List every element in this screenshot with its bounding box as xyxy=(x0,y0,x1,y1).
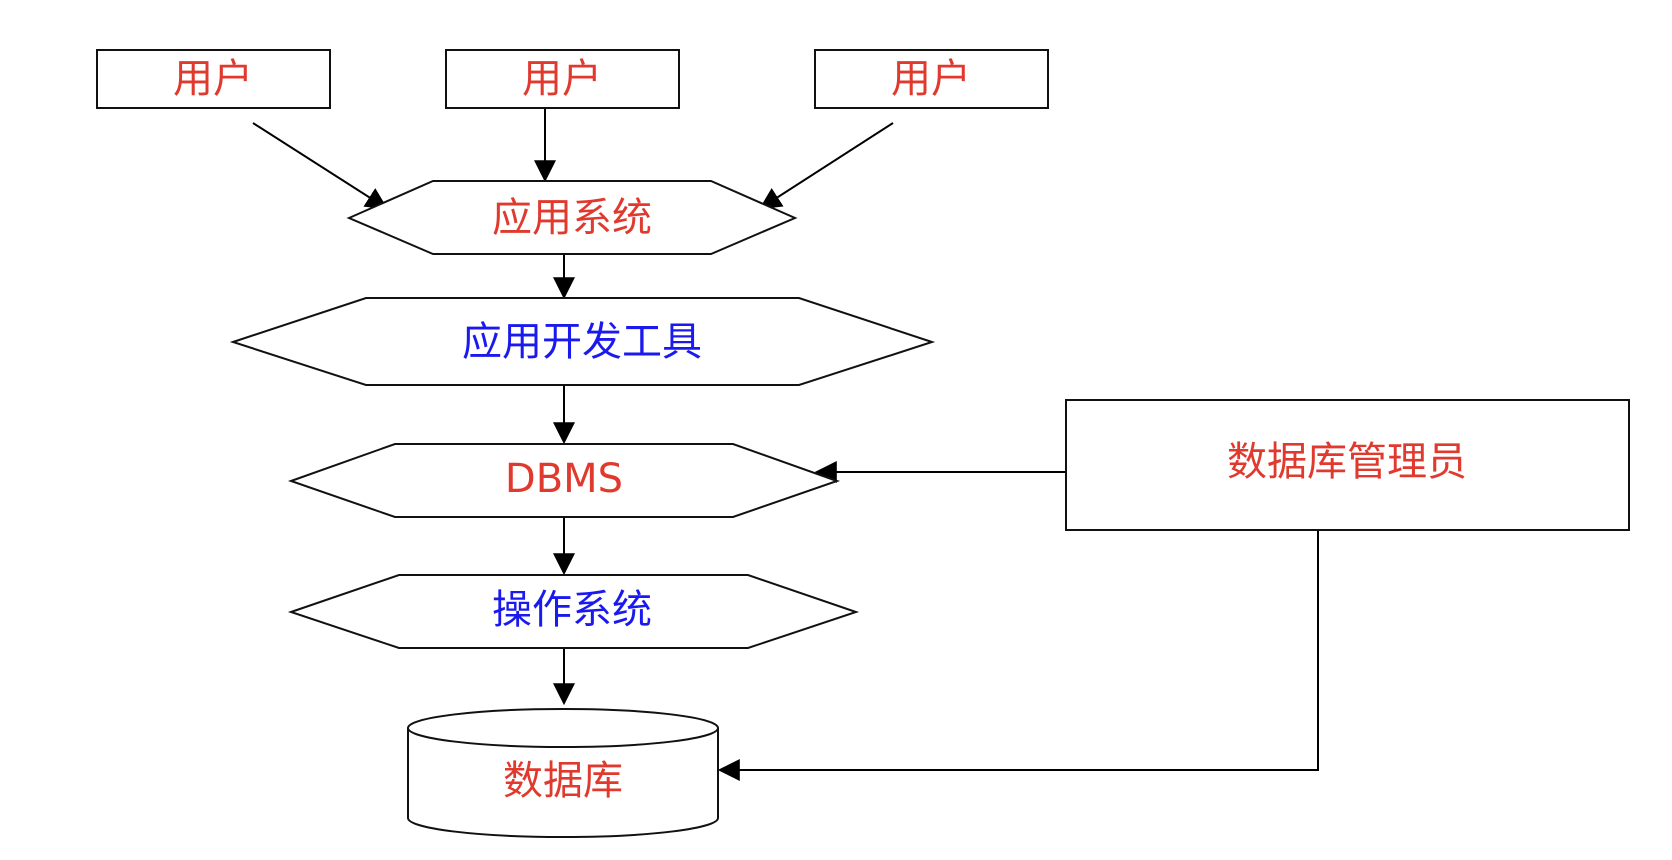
database-node: 数据库 xyxy=(407,708,719,838)
application-system-node: 应用系统 xyxy=(346,180,798,255)
database-label: 数据库 xyxy=(503,758,623,804)
application-system-label: 应用系统 xyxy=(492,195,652,241)
application-system-hexagon xyxy=(346,180,798,255)
user-right-box xyxy=(814,49,1049,109)
db-administrator-box xyxy=(1065,399,1630,531)
db-administrator-node: 数据库管理员 xyxy=(1065,399,1630,531)
db-administrator-label: 数据库管理员 xyxy=(1227,439,1467,485)
application-dev-tools-label: 应用开发工具 xyxy=(462,319,702,365)
database-cylinder xyxy=(407,728,719,838)
operating-system-label: 操作系统 xyxy=(492,587,652,633)
user-left-box xyxy=(96,49,331,109)
database-cylinder-top xyxy=(407,708,719,748)
dbms-hexagon xyxy=(287,443,841,518)
application-dev-tools-node: 应用开发工具 xyxy=(229,297,936,386)
dbms-node: DBMS xyxy=(287,443,841,518)
operating-system-hexagon xyxy=(287,574,860,649)
edge-user-left-to-application-system xyxy=(252,122,388,210)
edge-administrator-to-database xyxy=(717,527,1319,781)
user-left-node: 用户 xyxy=(96,49,331,109)
user-middle-node: 用户 xyxy=(445,49,680,109)
application-dev-tools-hexagon xyxy=(229,297,936,386)
dbms-label: DBMS xyxy=(505,456,623,502)
user-middle-label: 用户 xyxy=(522,56,602,102)
user-middle-box xyxy=(445,49,680,109)
edges xyxy=(252,108,1319,781)
user-right-label: 用户 xyxy=(891,56,971,102)
user-right-node: 用户 xyxy=(814,49,1049,109)
operating-system-node: 操作系统 xyxy=(287,574,860,649)
user-left-label: 用户 xyxy=(173,56,253,102)
edge-user-right-to-application-system xyxy=(759,122,894,210)
